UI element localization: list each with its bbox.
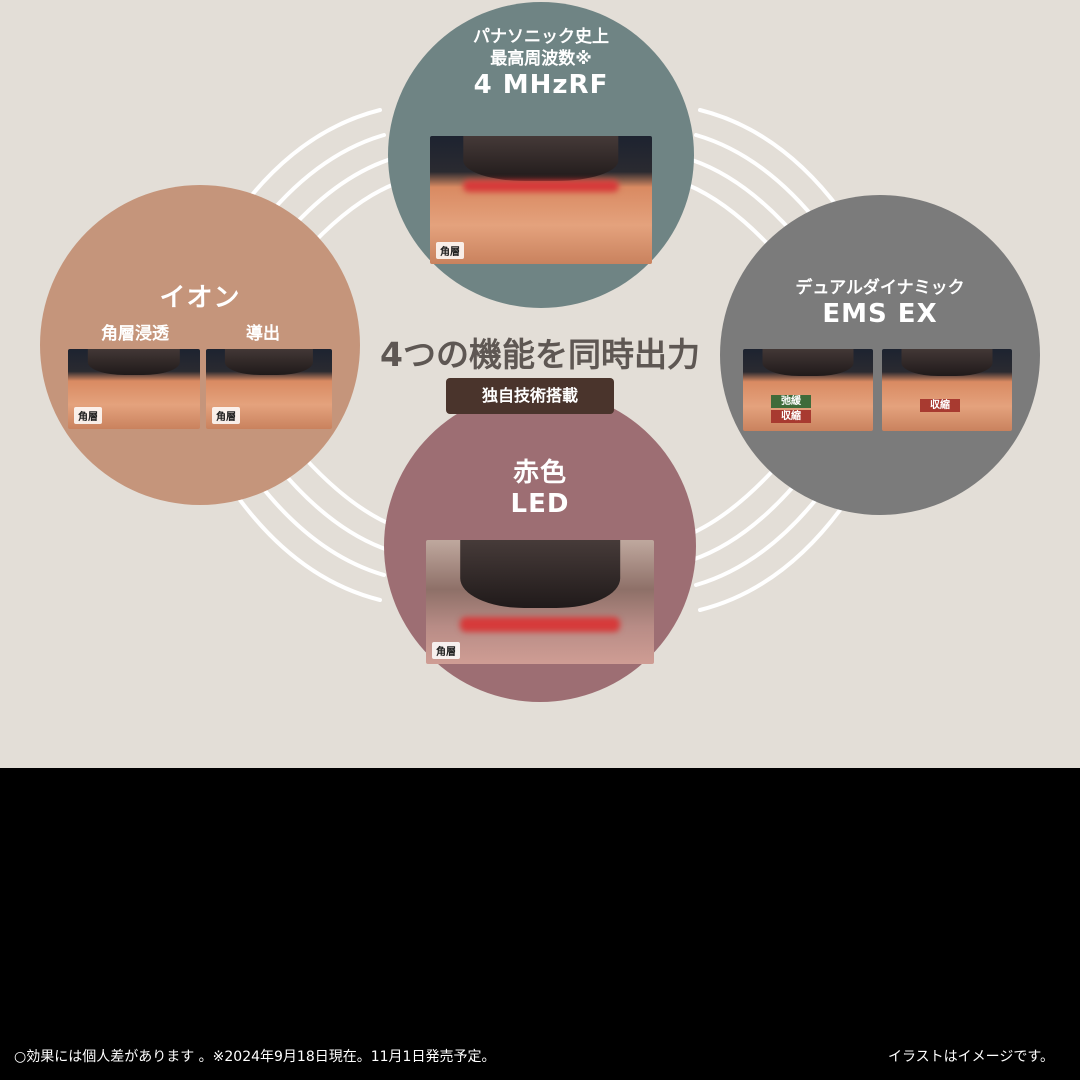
led-title-1: 赤色	[512, 458, 567, 488]
rf-subtitle-2: 最高周波数※	[490, 49, 592, 69]
rf-title: 4 MHzRF	[473, 70, 609, 100]
rf-subtitle-1: パナソニック史上	[473, 27, 609, 47]
headline-line-1: 独自開発	[460, 817, 620, 863]
device-illustration	[463, 136, 619, 182]
led-feature-circle: 赤色 LED 角層	[384, 390, 696, 702]
ion-right-illustration: 角層	[206, 349, 332, 429]
device-illustration	[224, 349, 314, 375]
footnote-left: ○効果には個人差があります 。※2024年9月18日現在。11月1日発売予定。	[14, 1049, 496, 1065]
device-illustration	[460, 540, 620, 609]
led-tag: 角層	[432, 642, 460, 659]
contract-arrow: 収縮	[920, 399, 960, 412]
device-illustration	[901, 349, 993, 376]
center-title: 4つの機能を同時出力	[380, 335, 700, 374]
relax-arrow: 弛緩	[771, 395, 811, 408]
headline: 独自開発 「マルチアクティベートテクノロジー EX」 搭載	[0, 808, 1080, 1000]
led-title-2: LED	[510, 489, 570, 519]
rf-feature-circle: パナソニック史上 最高周波数※ 4 MHzRF 角層	[388, 2, 694, 308]
ion-left-illustration: 角層	[68, 349, 200, 429]
ion-tag-left: 角層	[74, 407, 102, 424]
ion-sub-right: 導出	[246, 324, 280, 344]
ion-title: イオン	[159, 283, 241, 313]
ion-feature-circle: イオン 角層浸透 導出 角層 角層	[40, 185, 360, 505]
ems-right-illustration: 収縮	[882, 349, 1012, 431]
contract-arrow: 収縮	[771, 410, 811, 423]
rf-illustration: 角層	[430, 136, 652, 264]
ion-tag-right: 角層	[212, 407, 240, 424]
rf-tag: 角層	[436, 242, 464, 259]
center-badge: 独自技術搭載	[446, 378, 614, 414]
rf-glow	[463, 179, 619, 193]
device-illustration	[762, 349, 854, 376]
led-glow	[460, 616, 620, 632]
headline-line-2: 「マルチアクティベートテクノロジー EX」	[147, 881, 933, 927]
headline-line-3: 搭載	[500, 945, 580, 991]
led-illustration: 角層	[426, 540, 654, 664]
headline-band	[0, 768, 1080, 1080]
ems-subtitle: デュアルダイナミック	[795, 278, 965, 298]
feature-panel: パナソニック史上 最高周波数※ 4 MHzRF 角層 イオン 角層浸透 導出 角…	[40, 2, 1040, 702]
device-illustration	[87, 349, 181, 375]
footnote-right: イラストはイメージです。	[887, 1049, 1054, 1065]
ems-left-illustration: 弛緩 収縮	[743, 349, 873, 431]
ems-title: EMS EX	[822, 299, 938, 329]
ion-sub-left: 角層浸透	[101, 324, 169, 344]
ems-feature-circle: デュアルダイナミック EMS EX 弛緩 収縮 収縮	[720, 195, 1040, 515]
